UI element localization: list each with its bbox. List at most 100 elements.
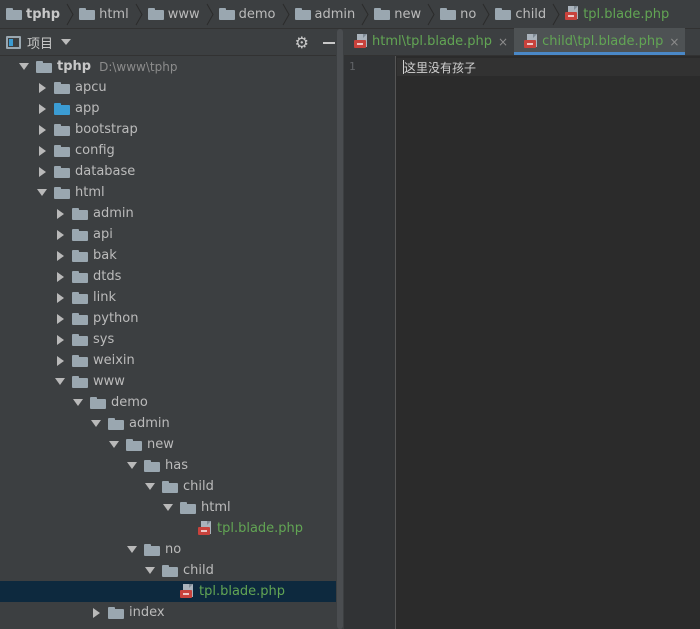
tree-item[interactable]: database	[0, 161, 336, 182]
tree-scroll-thumb[interactable]	[337, 29, 343, 629]
expand-arrow-icon[interactable]	[36, 187, 48, 199]
breadcrumb-item[interactable]: child	[495, 0, 546, 28]
tree-item[interactable]: dtds	[0, 266, 336, 287]
expand-arrow-icon[interactable]	[126, 460, 138, 472]
close-icon[interactable]: ×	[669, 34, 680, 49]
breadcrumb-item[interactable]: www	[147, 0, 200, 28]
tree-item-label: python	[93, 311, 139, 326]
expand-arrow-icon[interactable]	[90, 418, 102, 430]
collapse-arrow-icon[interactable]	[36, 145, 48, 157]
collapse-arrow-icon[interactable]	[36, 82, 48, 94]
tree-item-label: database	[75, 164, 136, 179]
tree-item[interactable]: www	[0, 371, 336, 392]
collapse-arrow-icon[interactable]	[36, 103, 48, 115]
tree-item[interactable]: admin	[0, 413, 336, 434]
tree-item-label: tphp	[57, 59, 92, 74]
tree-item[interactable]: weixin	[0, 350, 336, 371]
tree-item[interactable]: tpl.blade.php	[0, 581, 336, 602]
tree-item[interactable]: api	[0, 224, 336, 245]
tree-item[interactable]: html	[0, 497, 336, 518]
tree-item[interactable]: no	[0, 539, 336, 560]
code-area[interactable]: 这里没有孩子	[397, 56, 700, 629]
tree-item-label: child	[183, 563, 214, 578]
tree-item[interactable]: sys	[0, 329, 336, 350]
collapse-arrow-icon[interactable]	[54, 313, 66, 325]
expand-arrow-icon[interactable]	[54, 376, 66, 388]
collapse-arrow-icon[interactable]	[54, 355, 66, 367]
tree-item[interactable]: new	[0, 434, 336, 455]
expand-arrow-icon[interactable]	[108, 439, 120, 451]
tree-item[interactable]: tpl.blade.php	[0, 518, 336, 539]
collapse-arrow-icon[interactable]	[54, 229, 66, 241]
collapse-arrow-icon[interactable]	[54, 334, 66, 346]
tree-item[interactable]: config	[0, 140, 336, 161]
tree-item[interactable]: has	[0, 455, 336, 476]
expand-arrow-icon[interactable]	[72, 397, 84, 409]
folder-icon	[54, 81, 70, 94]
tree-item[interactable]: bak	[0, 245, 336, 266]
collapse-arrow-icon[interactable]	[54, 208, 66, 220]
collapse-arrow-icon[interactable]	[36, 166, 48, 178]
folder-icon	[6, 8, 22, 20]
folder-icon	[294, 8, 311, 20]
editor-tab-label: html\tpl.blade.php	[372, 34, 493, 49]
tree-item[interactable]: demo	[0, 392, 336, 413]
tree-item[interactable]: admin	[0, 203, 336, 224]
breadcrumb-separator	[206, 3, 214, 25]
breadcrumb-label: tphp	[26, 6, 61, 22]
breadcrumb-item[interactable]: tphp	[6, 0, 61, 28]
tree-item[interactable]: app	[0, 98, 336, 119]
expand-arrow-icon[interactable]	[126, 544, 138, 556]
tree-item[interactable]: child	[0, 560, 336, 581]
breadcrumb-item[interactable]: new	[374, 0, 422, 28]
close-icon[interactable]: ×	[498, 34, 509, 49]
text-caret	[403, 60, 404, 74]
project-view-selector[interactable]: 项目	[27, 36, 54, 52]
folder-icon	[180, 501, 196, 514]
gear-icon[interactable]: ⚙	[294, 32, 309, 52]
breadcrumb-separator	[66, 3, 74, 25]
expand-arrow-icon[interactable]	[162, 502, 174, 514]
breadcrumb-item[interactable]: tpl.blade.php	[565, 0, 669, 28]
breadcrumb-item[interactable]: admin	[294, 0, 355, 28]
expand-arrow-icon[interactable]	[18, 61, 30, 73]
editor-tab[interactable]: child\tpl.blade.php×	[514, 28, 686, 55]
editor: html\tpl.blade.php×child\tpl.blade.php× …	[344, 28, 700, 629]
tree-item[interactable]: apcu	[0, 77, 336, 98]
tree-item[interactable]: child	[0, 476, 336, 497]
tree-item-label: admin	[93, 206, 134, 221]
collapse-arrow-icon[interactable]	[90, 607, 102, 619]
code-line-current[interactable]: 这里没有孩子	[397, 58, 700, 76]
breadcrumb-item[interactable]: no	[440, 0, 476, 28]
editor-tab[interactable]: html\tpl.blade.php ×	[344, 28, 514, 55]
breadcrumb-separator	[135, 3, 143, 25]
breadcrumb-separator	[361, 3, 369, 25]
tree-item[interactable]: link	[0, 287, 336, 308]
minimize-icon[interactable]	[323, 41, 335, 44]
breadcrumb-item[interactable]: demo	[218, 0, 276, 28]
tree-scrollbar[interactable]	[336, 29, 344, 629]
breadcrumb-separator	[482, 3, 490, 25]
collapse-arrow-icon[interactable]	[54, 250, 66, 262]
tree-item-label: tpl.blade.php	[217, 521, 304, 536]
tree-item[interactable]: html	[0, 182, 336, 203]
expand-arrow-icon[interactable]	[144, 565, 156, 577]
tree-item[interactable]: python	[0, 308, 336, 329]
breadcrumb-label: new	[394, 6, 422, 22]
chevron-down-icon[interactable]	[61, 39, 72, 45]
folder-icon	[108, 606, 124, 619]
collapse-arrow-icon[interactable]	[54, 292, 66, 304]
tree-item-label: html	[201, 500, 231, 515]
breadcrumb-item[interactable]: html	[79, 0, 129, 28]
collapse-arrow-icon[interactable]	[54, 271, 66, 283]
breadcrumb-separator	[427, 3, 435, 25]
tree-item-label: link	[93, 290, 116, 305]
folder-icon	[162, 564, 178, 577]
tree-item[interactable]: index	[0, 602, 336, 623]
expand-arrow-icon[interactable]	[144, 481, 156, 493]
folder-icon	[90, 396, 106, 409]
tree-item[interactable]: bootstrap	[0, 119, 336, 140]
tree-item-label: new	[147, 437, 174, 452]
collapse-arrow-icon[interactable]	[36, 124, 48, 136]
